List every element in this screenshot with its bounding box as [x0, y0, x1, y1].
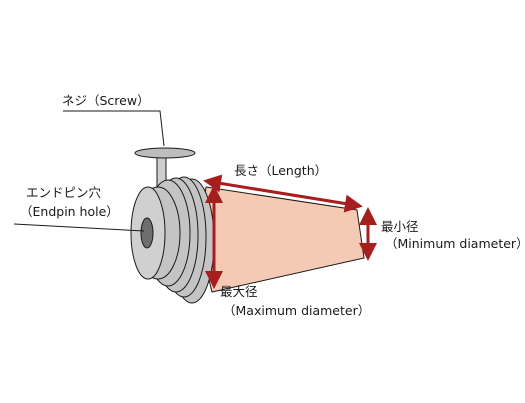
- screw-head: [134, 147, 196, 159]
- max-diameter-label-en: （Maximum diameter）: [223, 303, 370, 318]
- min-diameter-label-en: （Minimum diameter）: [385, 236, 525, 251]
- endpin-hole: [140, 217, 154, 249]
- max-diameter-label-jp: 最大径: [220, 284, 258, 299]
- endpin-hole-label-en: （Endpin hole）: [20, 204, 119, 219]
- screw-label: ネジ（Screw）: [62, 93, 150, 108]
- length-label: 長さ（Length）: [234, 163, 327, 178]
- endpin-hole-leader-line: [13, 223, 145, 232]
- min-diameter-label-jp: 最小径: [381, 219, 419, 234]
- screw-leader-line: [63, 110, 165, 147]
- endpin-hole-label-jp: エンドピン穴: [26, 185, 102, 200]
- grooved-discs: [130, 176, 215, 304]
- length-arrow: [203, 174, 363, 213]
